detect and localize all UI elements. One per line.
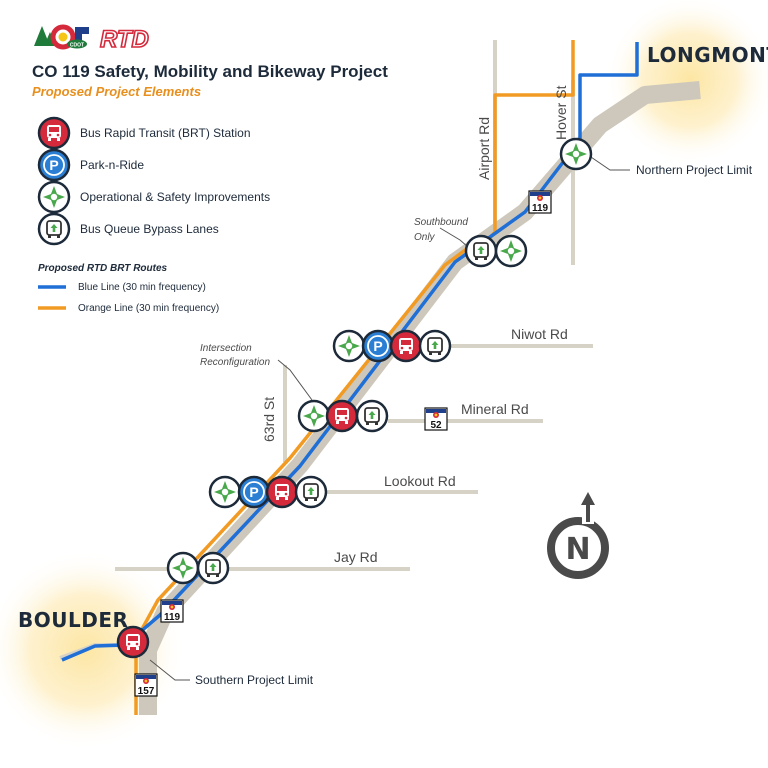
legend-operational-improvements-icon: [37, 180, 71, 214]
legend-bus-icon: [37, 116, 71, 150]
legend-blue-label: Blue Line (30 min frequency): [78, 282, 206, 293]
lookout-bus-icon[interactable]: [265, 475, 299, 509]
niwot-queue-icon[interactable]: [418, 329, 452, 363]
lookout-parking-icon[interactable]: [237, 475, 271, 509]
hwy119-south-shield: 119: [160, 599, 184, 623]
road-label-hover: Hover St: [553, 85, 569, 140]
northern-limit-label: Northern Project Limit: [636, 163, 753, 177]
north-compass-icon: N: [547, 492, 609, 579]
legend-orange-label: Orange Line (30 min frequency): [78, 303, 219, 314]
compass-letter: N: [565, 532, 590, 567]
lookout-queue-icon[interactable]: [294, 475, 328, 509]
rtd-logo: RTD: [100, 26, 149, 53]
legend-label-ops: Operational & Safety Improvements: [80, 190, 270, 204]
legend-label-queue: Bus Queue Bypass Lanes: [80, 222, 219, 236]
intersection-label-1: Intersection: [200, 343, 252, 354]
boulder-glow: [0, 550, 185, 750]
hwy119-south-number: 119: [164, 612, 181, 623]
legend-label-brt: Bus Rapid Transit (BRT) Station: [80, 126, 251, 140]
blue-line-route: [61, 42, 639, 662]
mineral-ops-icon[interactable]: [297, 399, 331, 433]
jay-queue-icon[interactable]: [196, 551, 230, 585]
legend: Bus Rapid Transit (BRT) Station Park-n-R…: [37, 116, 270, 314]
southbound-queue-icon[interactable]: [464, 234, 498, 268]
northern-limit-ops-icon[interactable]: [559, 137, 593, 171]
city-label-boulder: BOULDER: [18, 608, 128, 632]
road-label-63rd: 63rd St: [261, 397, 277, 442]
intersection-label-2: Reconfiguration: [200, 357, 270, 368]
legend-routes-heading: Proposed RTD BRT Routes: [38, 263, 168, 274]
boulder-bus-icon[interactable]: [116, 625, 150, 659]
northern-limit-leader: [587, 154, 630, 171]
hwy157-shield: 157: [134, 673, 158, 697]
southbound-label-2: Only: [414, 232, 436, 243]
mineral-bus-icon[interactable]: [325, 399, 359, 433]
southern-limit-label: Southern Project Limit: [195, 673, 314, 687]
hwy119-north-number: 119: [532, 203, 549, 214]
airport-ops-icon[interactable]: [494, 234, 528, 268]
niwot-ops-icon[interactable]: [332, 329, 366, 363]
niwot-parking-icon[interactable]: [361, 329, 395, 363]
co119-highway: [139, 81, 701, 715]
page-title: CO 119 Safety, Mobility and Bikeway Proj…: [32, 62, 388, 81]
orange-line-route: [134, 40, 575, 715]
hwy52-number: 52: [430, 420, 442, 431]
road-label-jay: Jay Rd: [334, 549, 378, 565]
hwy52-shield: 52: [424, 407, 448, 431]
southern-limit-leader: [149, 659, 190, 681]
road-label-mineral: Mineral Rd: [461, 401, 529, 417]
cdot-logo-text: CDOT: [70, 43, 84, 49]
road-label-niwot: Niwot Rd: [511, 326, 568, 342]
cdot-logo: CDOT: [34, 24, 89, 50]
legend-bus-queue-icon: [37, 212, 71, 246]
hwy157-number: 157: [138, 686, 155, 697]
niwot-bus-icon[interactable]: [389, 329, 423, 363]
page-subtitle: Proposed Project Elements: [32, 84, 201, 99]
lookout-ops-icon[interactable]: [208, 475, 242, 509]
city-label-longmont: LONGMONT: [647, 43, 768, 67]
southbound-leader: [439, 227, 469, 248]
intersection-leader: [277, 359, 313, 401]
road-label-airport: Airport Rd: [476, 117, 492, 180]
hwy119-north-shield: 119: [528, 190, 552, 214]
road-label-lookout: Lookout Rd: [384, 473, 456, 489]
southbound-label-1: Southbound: [414, 217, 468, 228]
mineral-queue-icon[interactable]: [355, 399, 389, 433]
legend-label-park: Park-n-Ride: [80, 158, 144, 172]
jay-ops-icon[interactable]: [166, 551, 200, 585]
legend-parking-icon: [37, 148, 71, 182]
